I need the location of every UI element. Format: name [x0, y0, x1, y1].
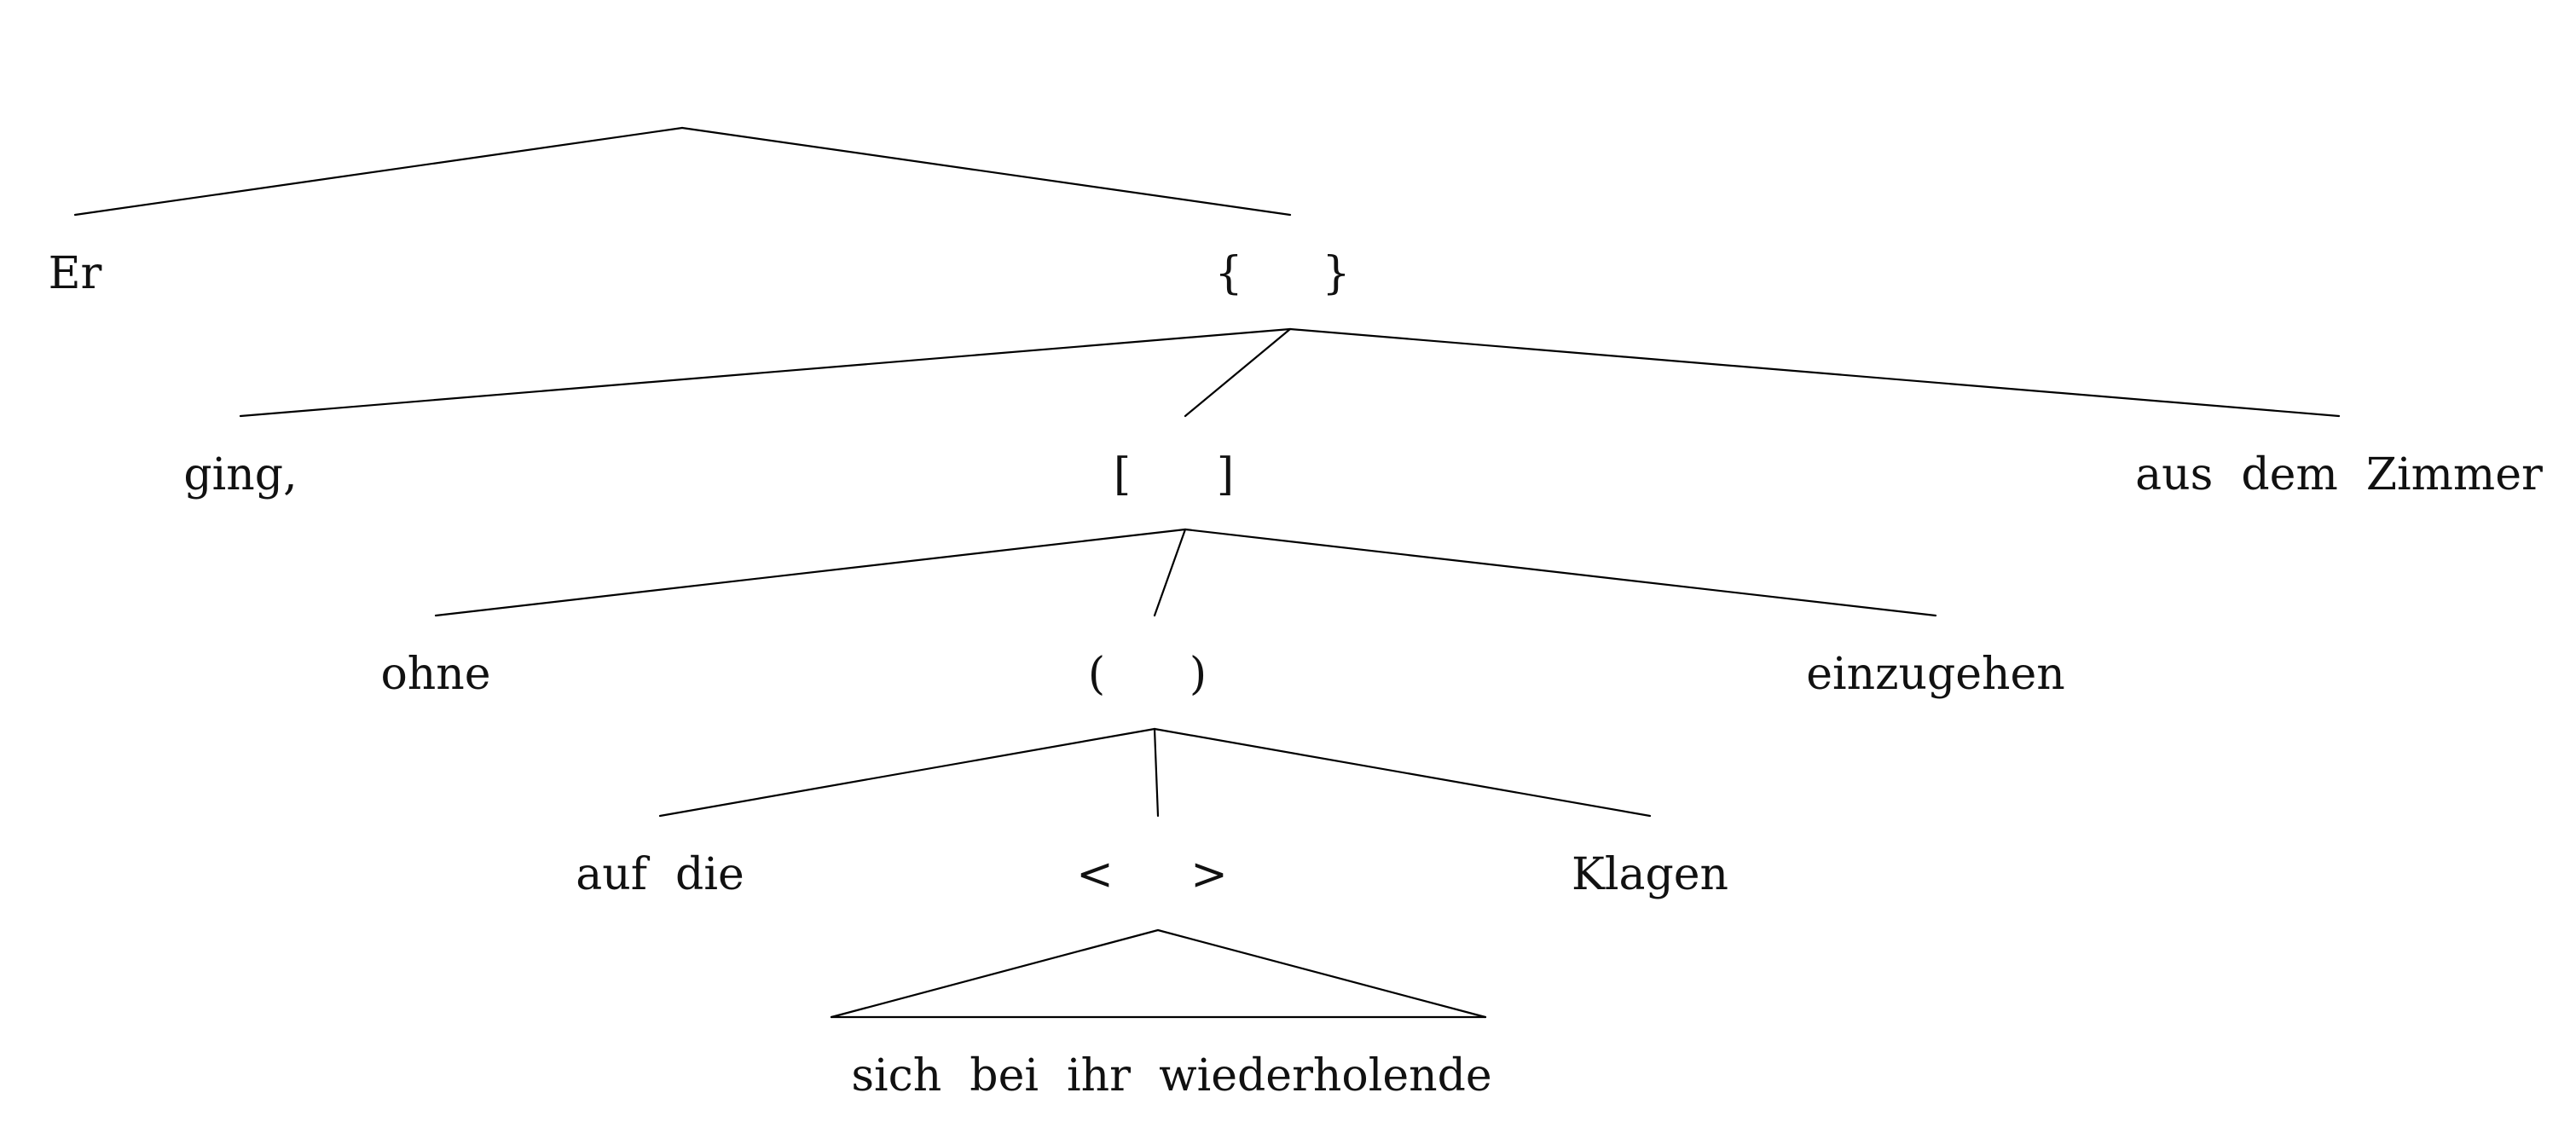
bracket-angle-close: > — [1190, 849, 1228, 900]
label-klagen: Klagen — [1572, 849, 1728, 900]
edge-square-paren — [1153, 528, 1187, 617]
edge-root-er — [73, 126, 684, 217]
triangle-right-edge — [1156, 928, 1487, 1019]
tree-edges — [73, 126, 2341, 1019]
edge-curly-ging — [239, 327, 1292, 418]
edge-square-einzugehen — [1184, 528, 1937, 617]
bracket-square-close: ] — [1217, 449, 1234, 500]
edge-root-curly — [680, 126, 1292, 217]
edge-square-ohne — [434, 528, 1187, 617]
label-aus-dem-zimmer: aus dem Zimmer — [2135, 449, 2543, 500]
label-er: Er — [49, 248, 102, 299]
bracket-paren-close: ) — [1190, 649, 1207, 700]
edge-paren-angle — [1153, 727, 1160, 818]
label-ohne: ohne — [380, 649, 490, 700]
edge-paren-auf-die — [658, 727, 1156, 818]
edge-paren-klagen — [1153, 727, 1652, 818]
label-ging: ging, — [183, 449, 297, 500]
bracket-curly-open: { — [1214, 248, 1242, 299]
edge-curly-aus-dem-zimmer — [1288, 327, 2341, 418]
label-auf-die: auf die — [576, 849, 744, 900]
bracket-paren-open: ( — [1088, 649, 1105, 700]
label-einzugehen: einzugehen — [1806, 649, 2065, 700]
tree-labels: Er { } ging, [ ] aus dem Zimmer ohne ( )… — [49, 248, 2543, 1101]
triangle-left-edge — [830, 928, 1160, 1019]
bracket-curly-close: } — [1322, 248, 1350, 299]
edge-curly-square — [1184, 327, 1292, 418]
label-sich-bei-ihr-wiederholende: sich bei ihr wiederholende — [851, 1050, 1491, 1101]
bracket-square-open: [ — [1114, 449, 1131, 500]
bracket-angle-open: < — [1076, 849, 1114, 900]
